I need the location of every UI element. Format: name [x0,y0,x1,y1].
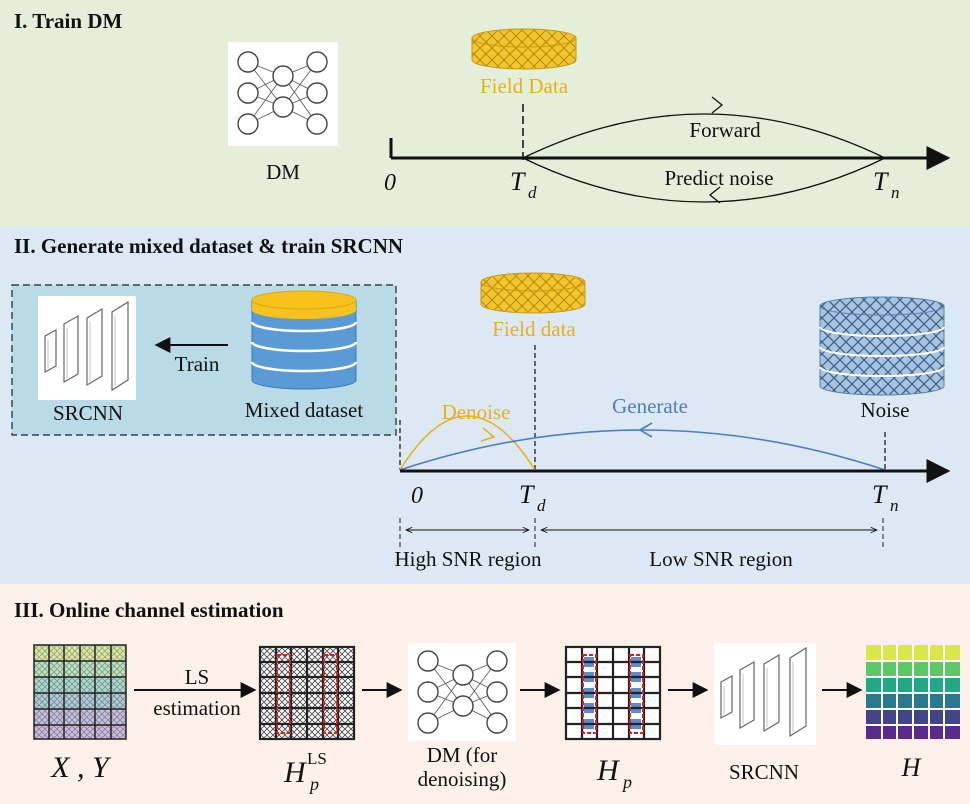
panel1-heading: I. Train DM [14,9,122,33]
field-data-label: Field Data [480,74,569,98]
xy-input-grid [33,644,127,740]
panel3-heading: III. Online channel estimation [14,598,284,622]
field-data-label-2: Field data [492,317,576,341]
dm-denoising-line2: denoising) [418,767,507,791]
srcnn-icon-2 [714,643,816,745]
tn-subscript-2: n [890,496,899,515]
mixed-dataset-icon [250,290,358,390]
denoise-arc [399,415,536,471]
tn-label: T [873,167,889,196]
hp-ls-superscript: LS [307,749,327,768]
denoise-label: Denoise [442,400,511,424]
field-data-cylinder-icon-2 [480,272,586,314]
h-label: H [901,753,922,782]
td-label: T [510,167,526,196]
srcnn-icon [38,296,136,400]
noise-label: Noise [861,398,910,422]
srcnn-label: SRCNN [53,401,123,425]
panel-train-dm: I. Train DM DM Field Data [0,0,970,227]
predict-noise-label: Predict noise [664,166,773,190]
dm-denoising-line1: DM (for [427,743,498,767]
td-label-2: T [519,480,535,509]
td-subscript: d [528,183,537,202]
tn-subscript: n [891,183,900,202]
h-output-grid [866,645,960,739]
ls-label-line2: estimation [153,696,241,720]
predict-arrowhead [708,186,721,204]
generate-arrowhead [638,422,653,438]
high-snr-label: High SNR region [395,547,543,571]
hp-main: H [596,754,621,787]
forward-arrowhead [711,96,724,114]
panel2-heading: II. Generate mixed dataset & train SRCNN [14,234,403,258]
hp-subscript: p [621,772,632,792]
hp-ls-grid [258,645,356,741]
train-label: Train [175,352,220,376]
generate-arc [399,429,886,471]
dm-network-icon [228,42,338,146]
noise-cylinder-icon [819,296,945,396]
hp-ls-subscript: p [308,774,319,794]
tn-label-2: T [872,480,888,509]
xy-label: X , Y [50,751,112,784]
td-subscript-2: d [537,496,546,515]
denoise-arrowhead [480,427,496,442]
dm-label: DM [266,160,300,184]
forward-label: Forward [689,118,761,142]
hp-grid [564,645,662,741]
hp-ls-main: H [283,756,308,789]
field-data-cylinder-icon [471,28,577,70]
low-snr-label: Low SNR region [649,547,793,571]
t0-label-2: 0 [411,483,423,509]
forward-arc [522,113,886,159]
generate-label: Generate [612,394,688,418]
mixed-dataset-label: Mixed dataset [245,398,364,422]
predict-noise-arc [522,157,886,203]
t0-label: 0 [384,170,396,196]
panel-generate-dataset: II. Generate mixed dataset & train SRCNN… [0,227,970,584]
panel-online-estimation: III. Online channel estimation X , Y LS [0,584,970,804]
srcnn-label-2: SRCNN [729,760,799,784]
ls-label-line1: LS [185,665,210,689]
dm-network-icon-2 [408,643,516,741]
